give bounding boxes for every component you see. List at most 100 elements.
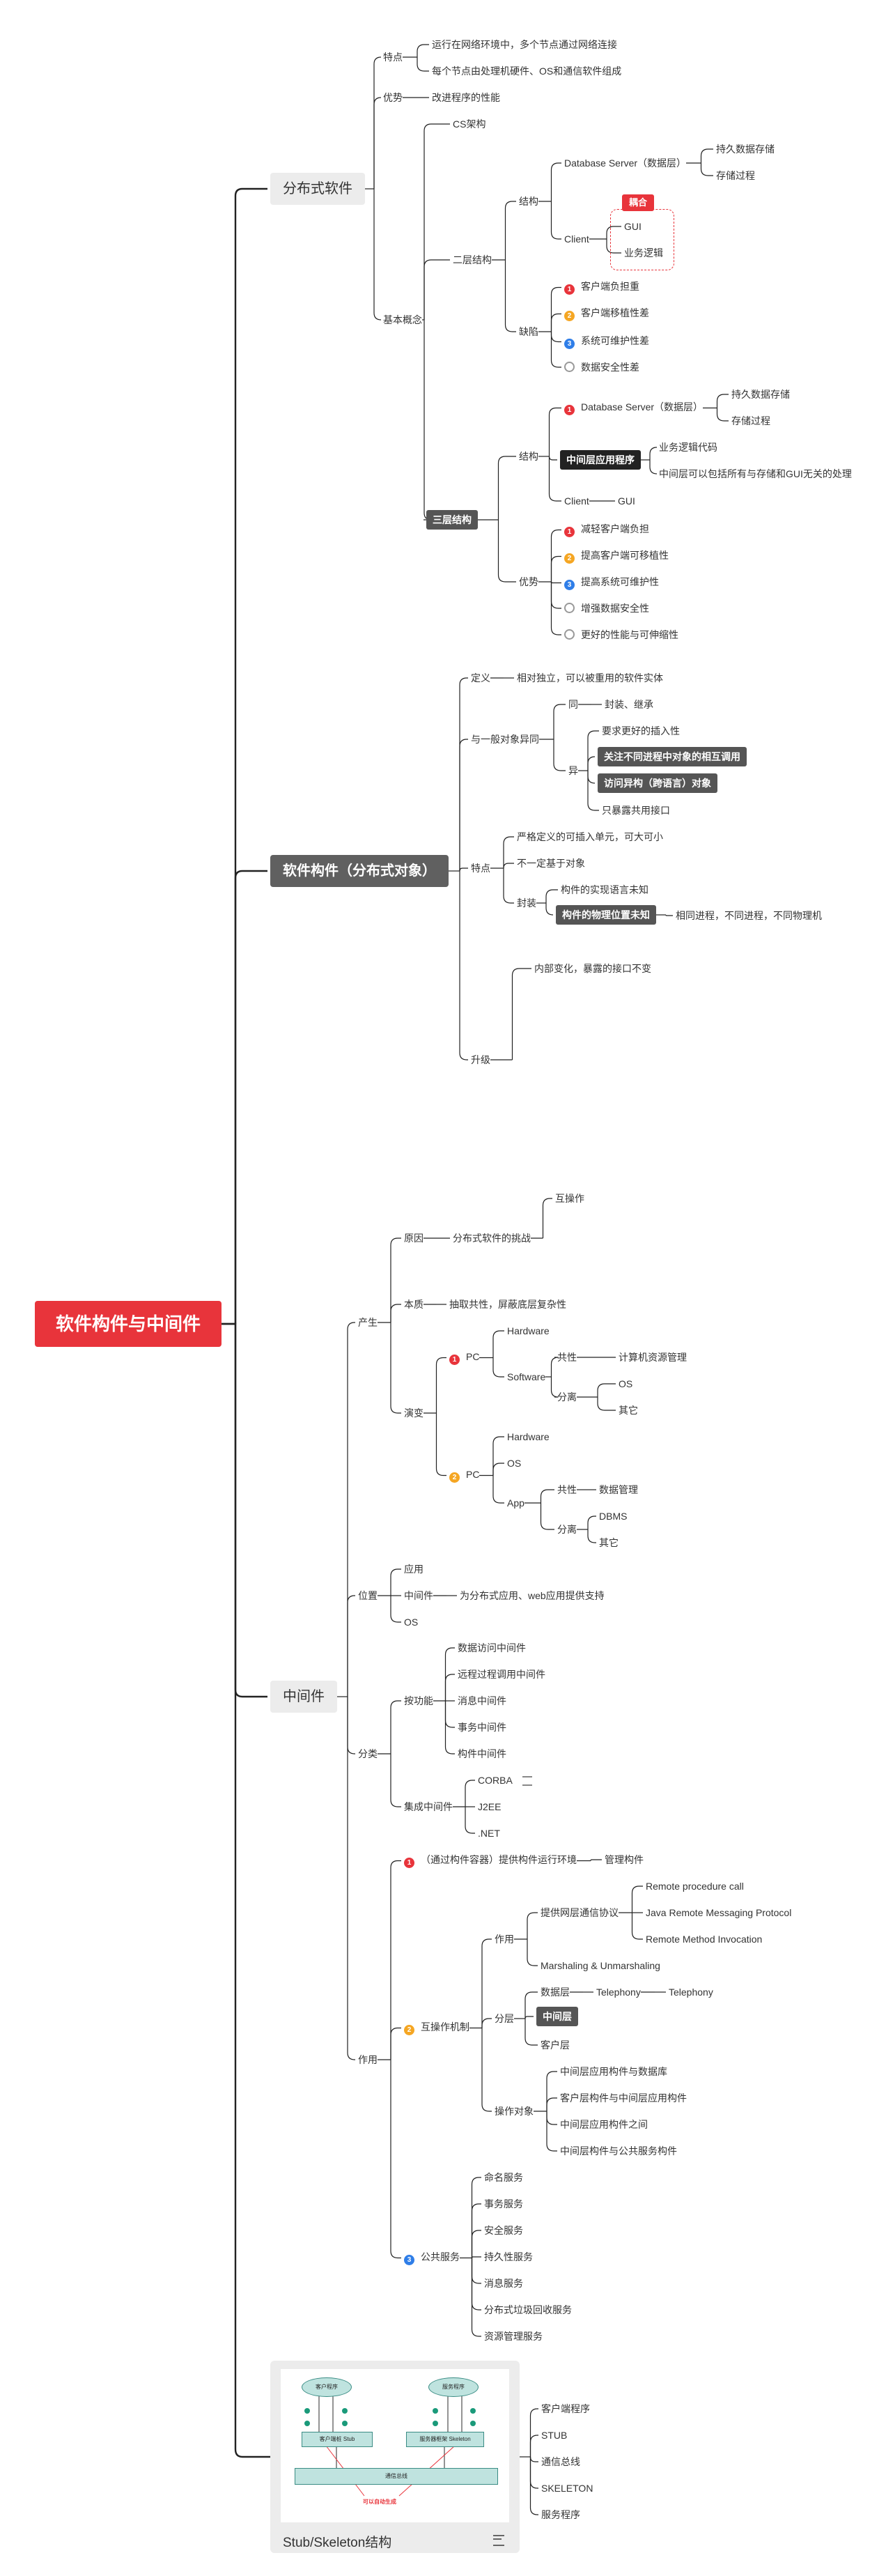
- topic-branches-0-children-2-children-1-children-0-children-1-children-1[interactable]: 业务逻辑: [624, 247, 663, 259]
- topic-branches-0-children-2-children-2-children-0-children-1-children-1[interactable]: 中间层可以包括所有与存储和GUI无关的处理: [659, 468, 852, 480]
- topic-branches-2-children-1-children-1-children-0[interactable]: 为分布式应用、web应用提供支持: [460, 1589, 605, 1602]
- topic-branches-2-children-3-children-0[interactable]: 1（通过构件容器）提供构件运行环境: [404, 1853, 577, 1868]
- topic-branches-2-children-0-children-2-children-1-children-2-children-0[interactable]: 共性: [557, 1483, 577, 1496]
- topic-branches-0-children-2-children-2-children-0-children-0-children-0[interactable]: 持久数据存储: [731, 388, 790, 401]
- topic-branches-2-children-3-children-2-children-2[interactable]: 安全服务: [484, 2224, 523, 2237]
- topic-branches-1-children-3[interactable]: 升级: [471, 1054, 490, 1066]
- topic-branches-2-children-0-children-2-children-0-children-1-children-1[interactable]: 分离: [557, 1391, 577, 1403]
- topic-branches-0-children-0-children-0[interactable]: 运行在网络环境中，多个节点通过网络连接: [432, 38, 617, 51]
- topic-branches-1-children-0-children-0[interactable]: 相对独立，可以被重用的软件实体: [517, 672, 663, 684]
- topic-branches-0-children-2-children-1-children-1[interactable]: 缺陷: [519, 325, 538, 338]
- topic-branches-0-children-1[interactable]: 优势: [383, 91, 403, 104]
- topic-branches-0-children-2-children-2-children-0-children-2-children-0[interactable]: GUI: [618, 495, 635, 507]
- topic-branches-1-children-1[interactable]: 与一般对象异同: [471, 733, 539, 746]
- topic-branches-2-children-0-children-2-children-1-children-1[interactable]: OS: [507, 1457, 521, 1470]
- topic-branches-2-children-0-children-0-children-0[interactable]: 分布式软件的挑战: [453, 1232, 531, 1244]
- topic-branches-3-children-0[interactable]: 客户端程序: [541, 2403, 590, 2415]
- topic-branches-0-children-2-children-2-children-0[interactable]: 结构: [519, 450, 538, 463]
- topic-branches-0-children-0-children-1[interactable]: 每个节点由处理机硬件、OS和通信软件组成: [432, 65, 621, 77]
- topic-branches-2-children-3-children-1-children-2[interactable]: 操作对象: [495, 2105, 534, 2118]
- topic-branches-1-children-2-children-1[interactable]: 不一定基于对象: [517, 857, 585, 870]
- topic-branches-2-children-2-children-1-children-0[interactable]: CORBA: [478, 1774, 532, 1787]
- topic-branches-2-children-1[interactable]: 位置: [358, 1589, 378, 1602]
- topic-branches-2-children-3[interactable]: 作用: [358, 2053, 378, 2066]
- topic-branches-2-children-0-children-2-children-0-children-1-children-0[interactable]: 共性: [557, 1351, 577, 1364]
- topic-branches-0-children-1-children-0[interactable]: 改进程序的性能: [432, 91, 500, 104]
- topic-branches-2-children-0-children-2-children-1-children-2-children-1-children-1[interactable]: 其它: [599, 1536, 619, 1549]
- topic-branches-0-children-2-children-2-children-0-children-0-children-1[interactable]: 存储过程: [731, 415, 770, 427]
- topic-branches-2-children-3-children-1-children-0-children-0-children-1[interactable]: Java Remote Messaging Protocol: [646, 1906, 791, 1919]
- topic-branches-2-children-2-children-1[interactable]: 集成中间件: [404, 1800, 453, 1813]
- topic-branches-2-children-0[interactable]: 产生: [358, 1316, 378, 1329]
- topic-branches-1-children-2[interactable]: 特点: [471, 862, 490, 874]
- topic-branches-1-children-0[interactable]: 定义: [471, 672, 490, 684]
- topic-branches-1-children-2-children-2[interactable]: 封装: [517, 897, 536, 909]
- topic-branches-2-children-0-children-0[interactable]: 原因: [404, 1232, 423, 1244]
- topic-branches-1-children-1-children-1[interactable]: 异: [568, 764, 578, 777]
- topic-branches-3-children-4[interactable]: 服务程序: [541, 2508, 580, 2521]
- topic-branches-0-children-2-children-1[interactable]: 二层结构: [453, 254, 492, 266]
- topic-branches-0-children-2-children-1-children-0-children-0[interactable]: Database Server（数据层）: [564, 157, 686, 169]
- topic-branches-2-children-0-children-2-children-1-children-2-children-1[interactable]: 分离: [557, 1523, 577, 1536]
- topic-branches-0-children-2-children-2-children-1-children-4[interactable]: 更好的性能与可伸缩性: [564, 628, 678, 641]
- topic-branches-2-children-3-children-1-children-2-children-3[interactable]: 中间层构件与公共服务构件: [560, 2145, 677, 2157]
- topic-branches-2-children-3-children-2-children-1[interactable]: 事务服务: [484, 2198, 523, 2210]
- topic-branches-2-children-1-children-1[interactable]: 中间件: [404, 1589, 433, 1602]
- topic-branches-2-children-0-children-1-children-0[interactable]: 抽取共性，屏蔽底层复杂性: [449, 1298, 566, 1311]
- branch-branches-0[interactable]: 分布式软件: [270, 173, 365, 205]
- topic-branches-2-children-2-children-1-children-1[interactable]: J2EE: [478, 1800, 501, 1813]
- topic-branches-1-children-3-children-0[interactable]: 内部变化，暴露的接口不变: [534, 962, 651, 975]
- topic-branches-2-children-2-children-0-children-1[interactable]: 远程过程调用中间件: [458, 1668, 545, 1681]
- topic-branches-2-children-3-children-2-children-3[interactable]: 持久性服务: [484, 2251, 533, 2263]
- topic-branches-1-children-1-children-1-children-1[interactable]: 关注不同进程中对象的相互调用: [598, 747, 747, 766]
- topic-branches-0-children-2-children-1-children-0-children-0-children-1[interactable]: 存储过程: [716, 169, 755, 182]
- topic-branches-3-children-3[interactable]: SKELETON: [541, 2482, 593, 2494]
- topic-branches-2-children-3-children-1-children-1-children-2[interactable]: 客户层: [541, 2039, 570, 2051]
- topic-branches-2-children-3-children-1-children-1-children-0-children-0-children-0[interactable]: Telephony: [669, 1986, 713, 1998]
- branch-branches-1[interactable]: 软件构件（分布式对象）: [270, 855, 449, 887]
- topic-branches-2-children-2-children-0-children-0[interactable]: 数据访问中间件: [458, 1642, 526, 1654]
- topic-branches-2-children-3-children-1-children-1-children-0[interactable]: 数据层: [541, 1986, 570, 1998]
- topic-branches-2-children-3-children-1-children-2-children-0[interactable]: 中间层应用构件与数据库: [560, 2065, 667, 2078]
- topic-branches-2-children-0-children-2-children-1-children-0[interactable]: Hardware: [507, 1430, 550, 1443]
- topic-branches-2-children-3-children-0-children-0[interactable]: 管理构件: [605, 1853, 644, 1866]
- topic-branches-2-children-0-children-2-children-0-children-0[interactable]: Hardware: [507, 1325, 550, 1337]
- topic-branches-1-children-1-children-1-children-3[interactable]: 只暴露共用接口: [602, 804, 670, 817]
- topic-branches-2-children-3-children-2-children-5[interactable]: 分布式垃圾回收服务: [484, 2304, 572, 2316]
- topic-branches-3-children-2[interactable]: 通信总线: [541, 2455, 580, 2468]
- topic-branches-2-children-2-children-0-children-2[interactable]: 消息中间件: [458, 1695, 506, 1707]
- topic-branches-2-children-0-children-0-children-0-children-0[interactable]: 互操作: [555, 1192, 584, 1205]
- topic-branches-0-children-2-children-2-children-0-children-1-children-0[interactable]: 业务逻辑代码: [659, 441, 717, 454]
- topic-branches-0-children-2-children-2-children-0-children-2[interactable]: Client: [564, 495, 589, 507]
- topic-branches-2-children-3-children-1-children-0-children-0-children-0[interactable]: Remote procedure call: [646, 1880, 744, 1892]
- topic-branches-2-children-0-children-1[interactable]: 本质: [404, 1298, 423, 1311]
- summary-tag[interactable]: 耦合: [622, 194, 655, 211]
- topic-branches-0-children-2-children-2-children-1[interactable]: 优势: [519, 576, 538, 588]
- topic-branches-0-children-2-children-1-children-0-children-1-children-0[interactable]: GUI: [624, 220, 642, 233]
- topic-branches-1-children-1-children-0[interactable]: 同: [568, 698, 578, 711]
- topic-branches-2-children-3-children-1-children-0-children-0-children-2[interactable]: Remote Method Invocation: [646, 1933, 762, 1945]
- topic-branches-2-children-3-children-1-children-0-children-0[interactable]: 提供网层通信协议: [541, 1906, 619, 1919]
- topic-branches-0-children-2-children-1-children-0-children-0-children-0[interactable]: 持久数据存储: [716, 143, 775, 155]
- topic-branches-2-children-3-children-1-children-1-children-1[interactable]: 中间层: [536, 2007, 578, 2026]
- branch-branches-2[interactable]: 中间件: [270, 1681, 337, 1713]
- topic-branches-0-children-2-children-1-children-0-children-1[interactable]: Client: [564, 233, 589, 245]
- topic-branches-2-children-3-children-2-children-4[interactable]: 消息服务: [484, 2277, 523, 2290]
- topic-branches-0-children-2[interactable]: 基本概念: [383, 314, 422, 326]
- topic-branches-2-children-3-children-2-children-6[interactable]: 资源管理服务: [484, 2330, 543, 2343]
- topic-branches-2-children-2-children-0-children-3[interactable]: 事务中间件: [458, 1721, 506, 1734]
- central-topic[interactable]: 软件构件与中间件: [35, 1301, 222, 1347]
- topic-branches-2-children-3-children-1-children-1[interactable]: 分层: [495, 2012, 514, 2025]
- topic-branches-2-children-0-children-2-children-1-children-2-children-0-children-0[interactable]: 数据管理: [599, 1483, 638, 1496]
- topic-branches-2-children-3-children-1-children-1-children-0-children-0[interactable]: Telephony: [596, 1986, 641, 1998]
- topic-branches-2-children-2[interactable]: 分类: [358, 1748, 378, 1760]
- topic-branches-2-children-1-children-0[interactable]: 应用: [404, 1563, 423, 1575]
- topic-branches-2-children-2-children-1-children-2[interactable]: .NET: [478, 1827, 500, 1840]
